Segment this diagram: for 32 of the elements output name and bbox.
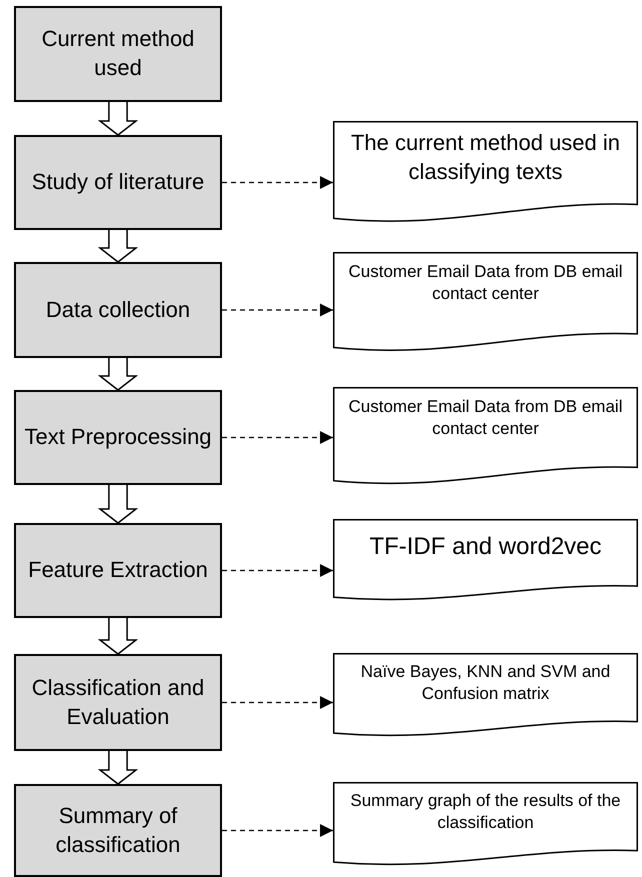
- block-arrow: [98, 617, 138, 655]
- block-arrow: [98, 101, 138, 136]
- arrow: [222, 696, 333, 709]
- step-label: Current method used: [40, 25, 196, 82]
- step-label: Classification and Evaluation: [30, 674, 206, 730]
- document-text: Customer Email Data from DB email contact center: [348, 261, 624, 306]
- step-label: Data collection: [44, 296, 192, 324]
- block-arrow: [98, 750, 138, 785]
- document-text: Naïve Bayes, KNN and SVM and Confusion matrix: [360, 661, 612, 706]
- arrow: [222, 176, 333, 189]
- step-label: Feature Extraction: [27, 556, 209, 584]
- process-box: [14, 135, 222, 230]
- block-arrow: [98, 484, 138, 524]
- document-text: Summary graph of the results of the classification: [349, 790, 622, 834]
- process-box: [14, 523, 222, 618]
- process-box: [14, 654, 222, 751]
- process-box: [14, 262, 222, 358]
- step-label: Summary of classification: [54, 802, 182, 858]
- arrow: [222, 304, 333, 316]
- document-text: Customer Email Data from DB email contact center: [348, 396, 624, 440]
- process-box: [14, 6, 222, 102]
- document-text: The current method used in classifying texts: [350, 129, 622, 186]
- arrow: [222, 824, 333, 837]
- process-box: [14, 784, 222, 877]
- arrow: [222, 564, 333, 577]
- step-label: Study of literature: [30, 168, 206, 196]
- step-label: Text Preprocessing: [23, 423, 213, 452]
- process-box: [14, 390, 222, 485]
- block-arrow: [98, 357, 138, 391]
- block-arrow: [98, 229, 138, 263]
- document-text: TF-IDF and word2vec: [368, 532, 603, 562]
- arrow: [222, 431, 333, 444]
